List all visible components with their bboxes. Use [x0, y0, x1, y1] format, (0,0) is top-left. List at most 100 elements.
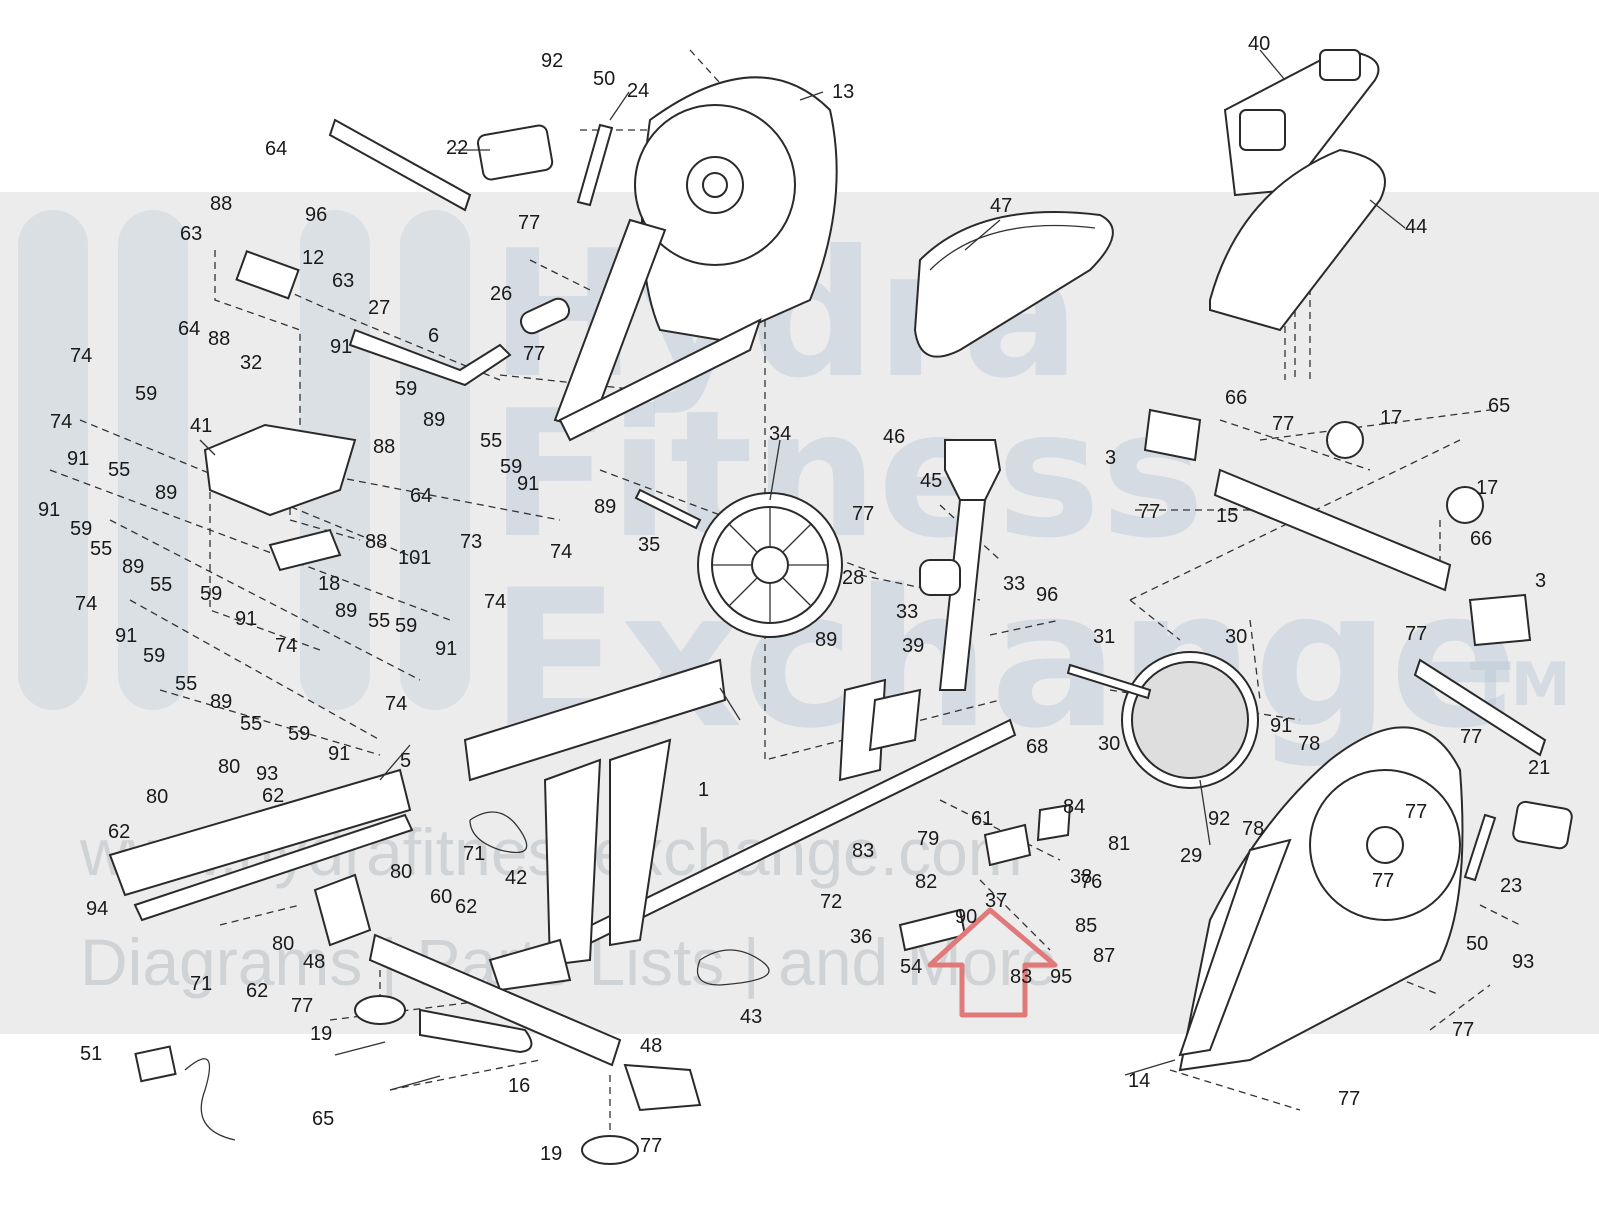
callout: 77	[1405, 623, 1427, 645]
callout: 41	[190, 415, 212, 437]
highlight-arrow	[927, 907, 1058, 1018]
callout: 29	[1180, 845, 1202, 867]
callout: 38	[1070, 866, 1092, 888]
callout: 37	[985, 890, 1007, 912]
flywheel-spokes	[712, 507, 828, 623]
callout: 78	[1298, 733, 1320, 755]
callout: 77	[1452, 1019, 1474, 1041]
callout: 19	[540, 1143, 562, 1165]
callout: 91	[67, 448, 89, 470]
callout: 71	[190, 973, 212, 995]
callout: 30	[1098, 733, 1120, 755]
callout: 55	[108, 459, 130, 481]
callout: 71	[463, 843, 485, 865]
callout: 74	[275, 635, 297, 657]
callout: 22	[446, 137, 468, 159]
callout: 50	[593, 68, 615, 90]
part-shapes	[108, 48, 1573, 1165]
callout: 48	[640, 1035, 662, 1057]
callout: 77	[518, 212, 540, 234]
callout: 80	[146, 786, 168, 808]
callout: 17	[1380, 407, 1402, 429]
callout: 36	[850, 926, 872, 948]
callout: 96	[1036, 584, 1058, 606]
callout: 91	[330, 336, 352, 358]
callout: 62	[262, 785, 284, 807]
callout: 90	[955, 906, 977, 928]
callout: 81	[1108, 833, 1130, 855]
callout: 80	[218, 756, 240, 778]
callout: 59	[70, 518, 92, 540]
callout: 80	[272, 933, 294, 955]
callout: 66	[1470, 528, 1492, 550]
callout: 61	[971, 808, 993, 830]
callout: 30	[1225, 626, 1247, 648]
callout: 55	[480, 430, 502, 452]
callout: 88	[365, 531, 387, 553]
callout: 91	[517, 473, 539, 495]
callout: 95	[1050, 966, 1072, 988]
callout: 50	[1466, 933, 1488, 955]
callout: 84	[1063, 796, 1085, 818]
callout: 88	[210, 193, 232, 215]
callout: 1	[698, 779, 709, 801]
callout: 79	[917, 828, 939, 850]
callout: 34	[769, 423, 791, 445]
callout: 62	[455, 896, 477, 918]
callout: 35	[638, 534, 660, 556]
callout: 92	[541, 50, 563, 72]
callout: 40	[1248, 33, 1270, 55]
callout: 74	[70, 345, 92, 367]
callout: 93	[256, 763, 278, 785]
callout: 55	[90, 538, 112, 560]
callout: 77	[1460, 726, 1482, 748]
callout: 77	[1405, 801, 1427, 823]
callout: 62	[246, 980, 268, 1002]
callout: 77	[1372, 870, 1394, 892]
callout: 92	[1208, 808, 1230, 830]
callout: 33	[1003, 573, 1025, 595]
callout: 77	[1272, 413, 1294, 435]
callout: 51	[80, 1043, 102, 1065]
callout: 74	[75, 593, 97, 615]
callout: 55	[240, 713, 262, 735]
callout: 77	[523, 343, 545, 365]
callout: 59	[395, 378, 417, 400]
callout: 3	[1535, 570, 1546, 592]
callout: 33	[896, 601, 918, 623]
callout: 80	[390, 861, 412, 883]
callout: 91	[115, 625, 137, 647]
callout: 83	[1010, 966, 1032, 988]
callout: 59	[135, 383, 157, 405]
callout: 14	[1128, 1070, 1150, 1092]
callout: 13	[832, 81, 854, 103]
callout: 63	[180, 223, 202, 245]
callout: 76	[1080, 871, 1102, 893]
callout: 74	[484, 591, 506, 613]
callout: 91	[435, 638, 457, 660]
callout: 74	[550, 541, 572, 563]
callout: 45	[920, 470, 942, 492]
callout: 55	[175, 673, 197, 695]
callout: 96	[305, 204, 327, 226]
callout: 47	[990, 195, 1012, 217]
callout: 26	[490, 283, 512, 305]
callout: 91	[328, 743, 350, 765]
callout: 89	[122, 556, 144, 578]
callout: 44	[1405, 216, 1427, 238]
callout: 24	[627, 80, 649, 102]
callout: 19	[310, 1023, 332, 1045]
callout: 88	[208, 328, 230, 350]
callout: 18	[318, 573, 340, 595]
callout: 78	[1242, 818, 1264, 840]
callout: 87	[1093, 945, 1115, 967]
callout: 93	[1512, 951, 1534, 973]
callout: 12	[302, 247, 324, 269]
callout: 77	[640, 1135, 662, 1157]
callout: 17	[1476, 477, 1498, 499]
callout: 82	[915, 871, 937, 893]
leader-lines	[199, 49, 1406, 1076]
callout: 89	[594, 496, 616, 518]
callout: 16	[508, 1075, 530, 1097]
